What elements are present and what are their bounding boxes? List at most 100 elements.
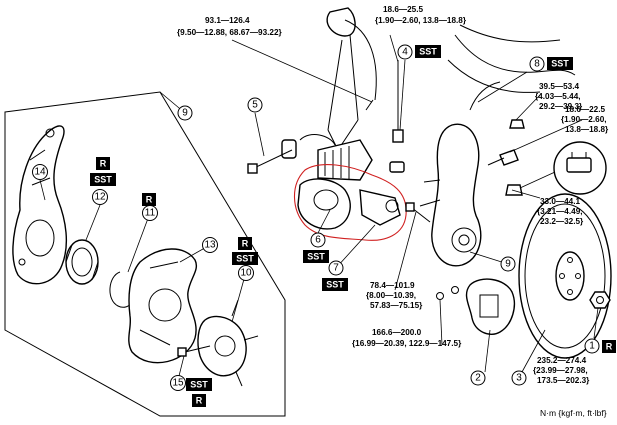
callout-13: 13 [202, 237, 218, 253]
svg-text:{4.03—5.44,: {4.03—5.44, [535, 92, 581, 101]
tag-sst-13: SST [232, 252, 258, 265]
svg-text:18.6—22.5: 18.6—22.5 [565, 105, 606, 114]
svg-text:7: 7 [333, 263, 339, 274]
svg-text:{1.90—2.60, 13.8—18.8}: {1.90—2.60, 13.8—18.8} [375, 16, 467, 25]
callout-2: 2 [470, 370, 486, 386]
svg-text:{16.99—20.39, 122.9—147.5}: {16.99—20.39, 122.9—147.5} [352, 339, 462, 348]
center-bolt-part [405, 202, 431, 223]
svg-text:{23.99—27.98,: {23.99—27.98, [533, 366, 588, 375]
tag-sst-4: SST [415, 45, 441, 58]
svg-text:18.6—25.5: 18.6—25.5 [383, 5, 424, 14]
svg-text:SST: SST [236, 254, 254, 264]
svg-text:4: 4 [402, 47, 408, 58]
tag-sst-7: SST [322, 278, 348, 291]
callout-7: 7 [328, 260, 344, 276]
svg-text:R: R [100, 159, 107, 169]
svg-text:29.2—39.3}: 29.2—39.3} [539, 102, 583, 111]
callout-6: 6 [310, 232, 326, 248]
callout-14: 14 [32, 164, 48, 180]
torque-right-a: 39.5—53.4 {4.03—5.44, 29.2—39.3} [535, 82, 583, 111]
driveshaft-boot-part [297, 139, 401, 230]
torque-upper-left: 93.1—126.4 {9.50—12.88, 68.67—93.22} [177, 16, 283, 37]
svg-text:R: R [606, 342, 613, 352]
svg-text:13.8—18.8}: 13.8—18.8} [565, 125, 609, 134]
strut-and-arm-area [281, 7, 377, 159]
knuckle-subassembly-panel [4, 91, 286, 417]
svg-text:1: 1 [589, 341, 595, 352]
tag-r-14: R [96, 157, 110, 170]
hub-bolt-part [177, 345, 211, 357]
dust-cover-part [128, 248, 197, 364]
brake-caliper-part [436, 278, 516, 336]
svg-text:9: 9 [182, 108, 188, 119]
leader-lines [39, 34, 599, 381]
tag-sst-8: SST [547, 57, 573, 70]
tag-r-11: R [142, 193, 156, 206]
callout-1: 1 [584, 338, 600, 354]
svg-text:SST: SST [190, 380, 208, 390]
svg-text:SST: SST [551, 59, 569, 69]
tag-sst-14: SST [90, 173, 116, 186]
brake-disc-part [518, 193, 612, 359]
highlight-outline [293, 164, 407, 241]
bolt-5-part [247, 149, 293, 174]
svg-text:10: 10 [240, 268, 252, 279]
svg-text:SST: SST [94, 175, 112, 185]
spring-lines [447, 24, 576, 93]
tag-r-15: R [192, 394, 206, 407]
svg-text:6: 6 [315, 235, 321, 246]
torque-center: 78.4—101.9 {8.00—10.39, 57.83—75.15} [366, 281, 423, 310]
svg-text:173.5—202.3}: 173.5—202.3} [537, 376, 590, 385]
callout-10: 10 [238, 265, 254, 281]
svg-text:23.2—32.5}: 23.2—32.5} [540, 217, 584, 226]
small-bolts-right [487, 119, 525, 196]
torque-upper-mid: 18.6—25.5 {1.90—2.60, 13.8—18.8} [375, 5, 467, 25]
tag-sst-15: SST [186, 378, 212, 391]
svg-text:93.1—126.4: 93.1—126.4 [205, 16, 250, 25]
tag-sst-6: SST [303, 250, 329, 263]
tag-r-13: R [238, 237, 252, 250]
svg-text:R: R [146, 195, 153, 205]
callout-11: 11 [142, 205, 158, 221]
svg-text:2: 2 [475, 373, 481, 384]
hub-nut-part [589, 291, 611, 309]
callout-3: 3 [511, 370, 527, 386]
torque-hub-nut: 235.2—274.4 {23.99—27.98, 173.5—202.3} [533, 356, 590, 385]
svg-text:11: 11 [145, 208, 156, 219]
svg-text:R: R [196, 396, 203, 406]
main-knuckle-part [419, 81, 501, 267]
svg-text:235.2—274.4: 235.2—274.4 [537, 356, 587, 365]
svg-text:3: 3 [516, 373, 522, 384]
torque-right-c: 33.0—44.1 {3.21—4.49, 23.2—32.5} [537, 197, 584, 226]
svg-text:33.0—44.1: 33.0—44.1 [540, 197, 581, 206]
svg-text:R: R [242, 239, 249, 249]
tag-r-1: R [602, 340, 616, 353]
svg-text:13: 13 [204, 240, 216, 251]
bolt-4-part [389, 60, 405, 173]
svg-text:{9.50—12.88, 68.67—93.22}: {9.50—12.88, 68.67—93.22} [177, 28, 283, 37]
svg-text:15: 15 [172, 378, 184, 389]
steering-knuckle-part [12, 125, 67, 285]
svg-text:{8.00—10.39,: {8.00—10.39, [366, 291, 416, 300]
svg-text:{1.90—2.60,: {1.90—2.60, [561, 115, 607, 124]
svg-text:14: 14 [34, 167, 46, 178]
torque-right-b: 18.6—22.5 {1.90—2.60, 13.8—18.8} [561, 105, 609, 134]
detail-zoom-circle [519, 141, 607, 195]
callout-12: 12 [92, 189, 108, 205]
svg-text:{3.21—4.49,: {3.21—4.49, [537, 207, 583, 216]
svg-text:9: 9 [505, 259, 511, 270]
svg-text:8: 8 [534, 59, 540, 70]
callout-8: 8 [529, 56, 545, 72]
svg-text:SST: SST [419, 47, 437, 57]
svg-text:39.5—53.4: 39.5—53.4 [539, 82, 580, 91]
svg-text:5: 5 [252, 100, 258, 111]
callout-15: 15 [170, 375, 186, 391]
callout-9-left: 9 [177, 105, 193, 121]
torque-units-label: N·m {kgf·m, ft·lbf} [540, 408, 607, 418]
callout-9-right: 9 [500, 256, 516, 272]
svg-text:SST: SST [326, 280, 344, 290]
callout-4: 4 [397, 44, 413, 60]
svg-text:12: 12 [94, 192, 106, 203]
